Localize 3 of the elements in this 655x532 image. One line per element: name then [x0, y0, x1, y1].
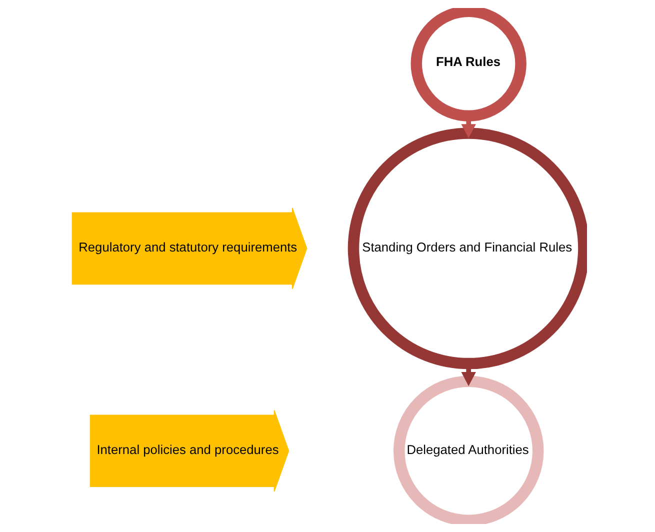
- node-circle: Standing Orders and Financial Rules: [347, 128, 586, 370]
- node-circle: FHA Rules: [410, 8, 526, 122]
- node-circle: Delegated Authorities: [392, 376, 544, 524]
